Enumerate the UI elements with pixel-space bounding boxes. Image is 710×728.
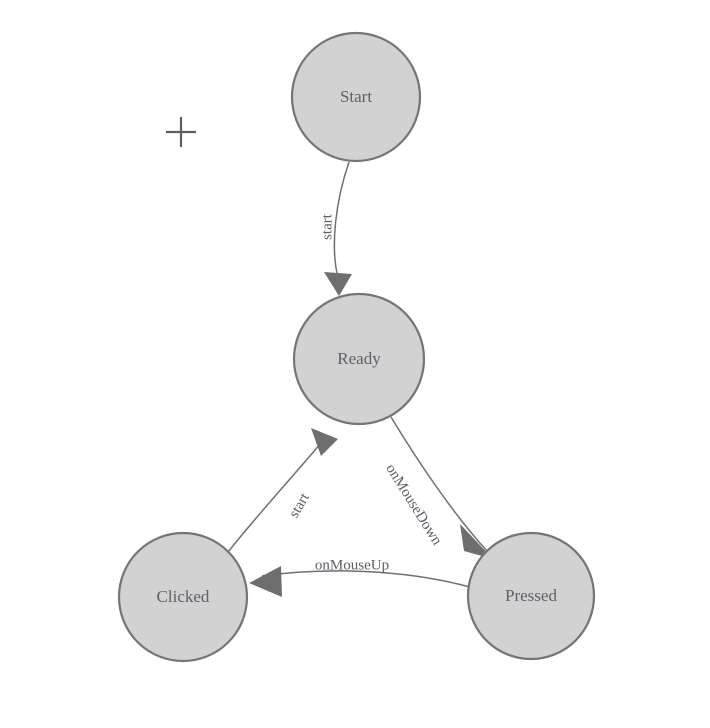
edge-line bbox=[227, 442, 322, 553]
plus-marker-icon bbox=[166, 117, 196, 147]
arrow-head-icon bbox=[460, 524, 493, 559]
edge-line bbox=[261, 570, 471, 588]
edge-label-clicked-to-ready: start bbox=[286, 490, 313, 521]
node-ready-circle[interactable] bbox=[292, 292, 426, 426]
arrow-head-icon bbox=[324, 272, 352, 296]
node-pressed[interactable]: Pressed bbox=[466, 531, 596, 661]
edge-label-start-to-ready: start bbox=[319, 213, 335, 240]
edge-pressed-to-clicked[interactable]: onMouseUp bbox=[249, 557, 471, 597]
node-ready[interactable]: Ready bbox=[292, 292, 426, 426]
edge-start-to-ready[interactable]: start bbox=[319, 161, 352, 296]
node-ready-label: Ready bbox=[337, 349, 381, 368]
edge-line bbox=[390, 416, 488, 552]
node-start[interactable]: Start bbox=[290, 31, 422, 163]
edge-clicked-to-ready[interactable]: start bbox=[227, 428, 338, 553]
node-pressed-circle[interactable] bbox=[466, 531, 596, 661]
edge-line bbox=[333, 161, 350, 279]
arrow-head-icon bbox=[249, 566, 282, 597]
arrow-head-icon bbox=[311, 428, 338, 456]
node-pressed-label: Pressed bbox=[505, 586, 557, 605]
node-clicked-label: Clicked bbox=[157, 587, 210, 606]
node-start-circle[interactable] bbox=[290, 31, 422, 163]
edge-ready-to-pressed[interactable]: onMouseDown bbox=[382, 416, 493, 559]
node-start-label: Start bbox=[340, 87, 372, 106]
edge-label-ready-to-pressed: onMouseDown bbox=[382, 461, 445, 548]
node-clicked[interactable]: Clicked bbox=[117, 531, 249, 663]
node-clicked-circle[interactable] bbox=[117, 531, 249, 663]
edge-label-pressed-to-clicked: onMouseUp bbox=[315, 557, 389, 573]
